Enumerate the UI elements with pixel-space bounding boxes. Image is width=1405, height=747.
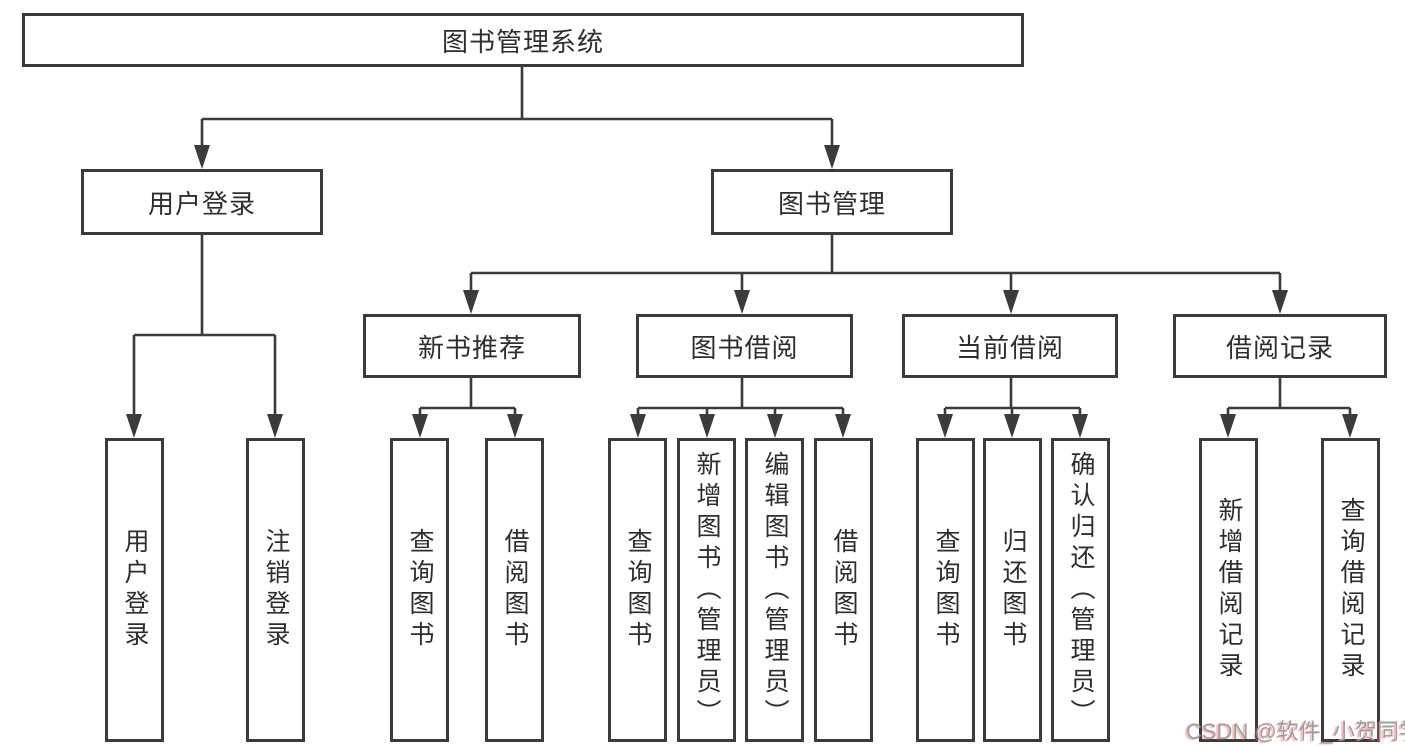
leaf-query-books: 查询图书 xyxy=(390,438,449,742)
csdn-watermark: CSDN @软件_小贺同学 xyxy=(1186,719,1405,744)
leaf-label: 新增借阅记录 xyxy=(1215,497,1243,683)
arrow-down-icon xyxy=(267,414,283,438)
arrow-down-icon xyxy=(699,414,715,438)
connector-login-to-leaves xyxy=(132,235,277,417)
leaf-query-books: 查询图书 xyxy=(916,438,975,742)
leaf-label: 新增图书（管理员） xyxy=(693,450,721,730)
leaf-label: 查询图书 xyxy=(406,528,434,652)
leaf-label: 归还图书 xyxy=(999,528,1027,652)
leaf-edit-books-admin: 编辑图书（管理员） xyxy=(745,438,804,742)
connector-current-to-leaves xyxy=(943,378,1082,417)
connector-mgmt-to-level3 xyxy=(469,235,1282,293)
node-label: 图书管理 xyxy=(777,188,886,219)
leaf-return-books: 归还图书 xyxy=(983,438,1042,742)
arrow-down-icon xyxy=(767,414,783,438)
leaf-add-borrow-record: 新增借阅记录 xyxy=(1199,438,1258,742)
leaf-borrow-books: 借阅图书 xyxy=(814,438,873,742)
leaf-label: 查询借阅记录 xyxy=(1337,497,1365,683)
leaf-confirm-return-admin: 确认归还（管理员） xyxy=(1051,438,1110,742)
arrow-down-icon xyxy=(507,414,523,438)
arrow-down-icon xyxy=(126,414,142,438)
node-user-login: 用户登录 xyxy=(81,169,323,235)
leaf-label: 确认归还（管理员） xyxy=(1067,450,1095,730)
node-label: 借阅记录 xyxy=(1225,332,1334,363)
arrow-down-icon xyxy=(194,145,210,169)
leaf-label: 查询图书 xyxy=(932,528,960,652)
arrow-down-icon xyxy=(463,290,479,314)
node-current-borrow: 当前借阅 xyxy=(902,314,1118,378)
arrow-down-icon xyxy=(824,145,840,169)
leaf-add-books-admin: 新增图书（管理员） xyxy=(677,438,736,742)
node-label: 新书推荐 xyxy=(417,332,526,363)
leaf-query-borrow-record: 查询借阅记录 xyxy=(1321,438,1380,742)
leaf-borrow-books: 借阅图书 xyxy=(485,438,544,742)
leaf-label: 查询图书 xyxy=(624,528,652,652)
node-book-management: 图书管理 xyxy=(711,169,953,235)
leaf-user-login: 用户登录 xyxy=(105,438,164,742)
leaf-label: 用户登录 xyxy=(121,528,149,652)
leaf-label: 借阅图书 xyxy=(830,528,858,652)
arrow-down-icon xyxy=(835,414,851,438)
arrow-down-icon xyxy=(412,414,428,438)
connector-root-to-level2 xyxy=(200,66,834,148)
node-book-borrow: 图书借阅 xyxy=(636,314,853,378)
leaf-query-books: 查询图书 xyxy=(608,438,667,742)
leaf-logout: 注销登录 xyxy=(246,438,305,742)
arrow-down-icon xyxy=(1004,414,1020,438)
arrow-down-icon xyxy=(734,290,750,314)
node-library-system: 图书管理系统 xyxy=(22,13,1024,67)
arrow-down-icon xyxy=(1342,414,1358,438)
leaf-label: 借阅图书 xyxy=(501,528,529,652)
arrow-down-icon xyxy=(937,414,953,438)
node-label: 图书管理系统 xyxy=(441,26,604,57)
leaf-label: 注销登录 xyxy=(262,528,290,652)
node-label: 图书借阅 xyxy=(690,332,799,363)
arrow-down-icon xyxy=(630,414,646,438)
arrow-down-icon xyxy=(1003,290,1019,314)
connector-record-to-leaves xyxy=(1226,378,1352,417)
node-label: 当前借阅 xyxy=(955,332,1064,363)
arrow-down-icon xyxy=(1272,290,1288,314)
connector-newbook-to-leaves xyxy=(418,378,517,417)
node-label: 用户登录 xyxy=(147,188,256,219)
node-new-book-recommend: 新书推荐 xyxy=(363,314,581,378)
connector-borrow-to-leaves xyxy=(636,378,845,417)
arrow-down-icon xyxy=(1072,414,1088,438)
leaf-label: 编辑图书（管理员） xyxy=(761,450,789,730)
arrow-down-icon xyxy=(1220,414,1236,438)
node-borrow-record: 借阅记录 xyxy=(1173,314,1387,378)
